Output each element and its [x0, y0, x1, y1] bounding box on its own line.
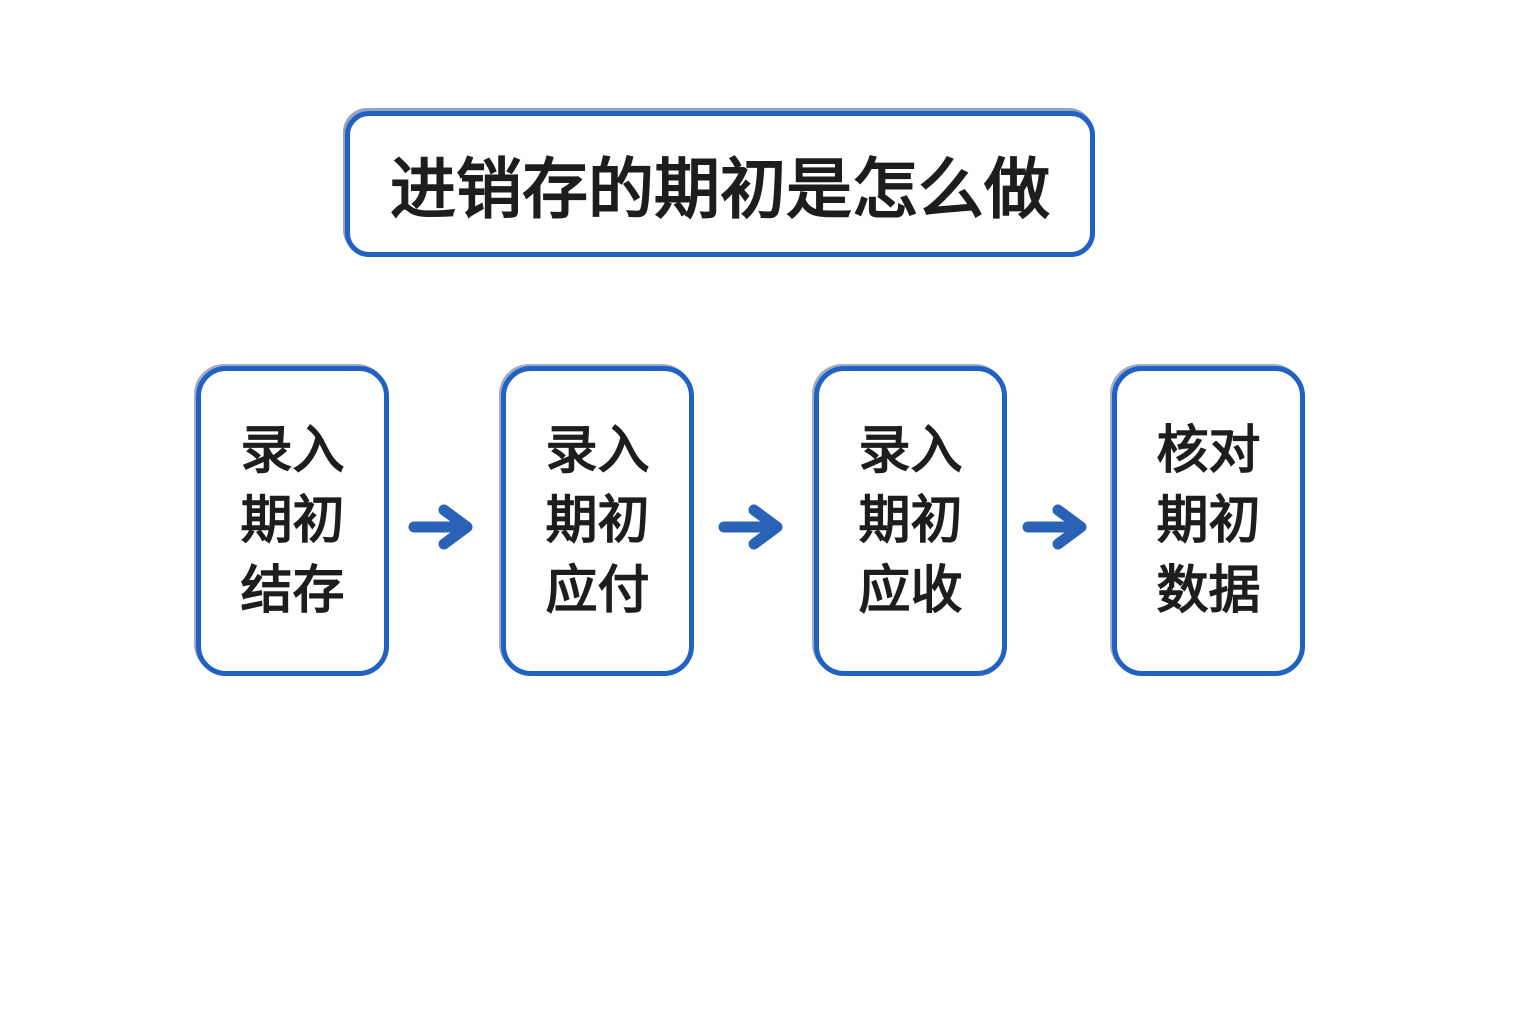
flow-step-line: 录入	[858, 422, 963, 480]
diagram-title-box: 进销存的期初是怎么做	[345, 111, 1095, 257]
flow-step-verify-opening-data: 核对 期初 数据	[1112, 366, 1305, 676]
page-title: 进销存的期初是怎么做	[390, 152, 1050, 226]
right-arrow-icon	[718, 501, 786, 553]
flow-step-line: 期初	[1156, 492, 1261, 550]
flow-step-line: 应收	[858, 562, 963, 620]
flow-step-line: 录入	[240, 422, 345, 480]
flow-step-line: 期初	[545, 492, 650, 550]
flow-step-line: 核对	[1156, 422, 1261, 480]
flow-step-line: 应付	[545, 562, 650, 620]
flow-step-enter-opening-payables: 录入 期初 应付	[501, 366, 694, 676]
flow-step-line: 数据	[1156, 562, 1261, 620]
flow-step-enter-opening-stock: 录入 期初 结存	[196, 366, 389, 676]
right-arrow-icon	[1022, 501, 1090, 553]
flow-step-line: 录入	[545, 422, 650, 480]
flow-step-line: 期初	[858, 492, 963, 550]
flow-step-line: 期初	[240, 492, 345, 550]
flow-step-enter-opening-receivables: 录入 期初 应收	[814, 366, 1007, 676]
flow-step-line: 结存	[240, 562, 345, 620]
right-arrow-icon	[408, 501, 476, 553]
